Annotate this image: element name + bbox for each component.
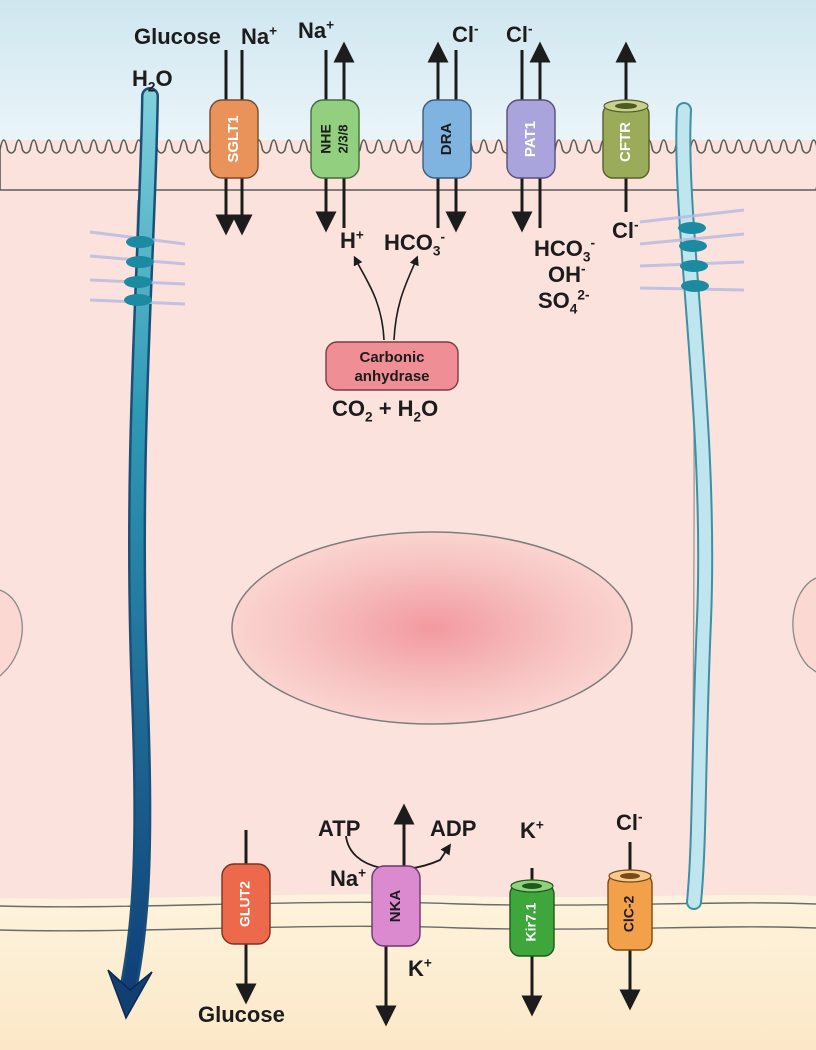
label-cl-dra: Cl-	[452, 21, 479, 47]
label-atp: ATP	[318, 816, 361, 841]
label-so4: SO42-	[538, 287, 590, 317]
label-cl-clc2: Cl-	[616, 809, 643, 835]
label-na-nka: Na+	[330, 865, 367, 891]
transporter-nka: NKA	[371, 865, 421, 947]
transporter-pat1: PAT1	[506, 99, 556, 179]
label-hco3-dra: HCO3-	[384, 229, 446, 259]
pat1-label: PAT1	[522, 121, 539, 157]
tight-junction-left	[89, 230, 186, 306]
transporter-sglt1: SGLT1	[209, 99, 259, 179]
carbonic-line1: Carbonic	[359, 349, 424, 366]
kir71-label: Kir7.1	[523, 902, 539, 941]
water-path	[121, 89, 157, 997]
label-na-sglt1: Na+	[241, 23, 278, 49]
label-h-plus: H+	[340, 227, 364, 253]
label-oh: OH-	[548, 261, 586, 287]
label-k-kir71: K+	[520, 817, 544, 843]
label-h2o: H2O	[132, 66, 173, 95]
label-na-nhe: Na+	[298, 17, 335, 43]
nhe-label-line2: 2/3/8	[335, 125, 350, 154]
label-cl-cftr: Cl-	[612, 217, 639, 243]
glut2-label: GLUT2	[237, 881, 253, 927]
sglt1-label: SGLT1	[225, 115, 242, 162]
transporter-clc2: ClC-2	[607, 869, 653, 951]
label-k-nka: K+	[408, 955, 432, 981]
clc2-label: ClC-2	[621, 896, 637, 933]
transporter-nhe: NHE 2/3/8	[310, 99, 360, 179]
label-co2-h2o: CO2 + H2O	[332, 396, 439, 425]
carbonic-anhydrase-box: Carbonic anhydrase	[325, 341, 459, 391]
label-hco3-pat1: HCO3-	[534, 235, 596, 265]
paracellular-tube-right	[677, 104, 712, 908]
neighbor-cell-left	[0, 589, 23, 677]
transporter-cftr: CFTR	[602, 99, 650, 179]
dra-label: DRA	[438, 123, 455, 156]
nhe-label-line1: NHE	[318, 124, 334, 154]
brush-border	[0, 139, 816, 191]
transporter-glut2: GLUT2	[221, 863, 271, 945]
tight-junction-right	[639, 208, 745, 292]
lumen-region	[0, 0, 816, 160]
transporter-kir71: Kir7.1	[509, 879, 555, 957]
water-arrow-head	[107, 969, 153, 1020]
carbonic-arrows	[353, 255, 419, 341]
nucleus	[231, 531, 633, 725]
transporter-dra: DRA	[422, 99, 472, 179]
label-glucose-bottom: Glucose	[198, 1002, 285, 1027]
label-glucose-top: Glucose	[134, 24, 221, 49]
cftr-label: CFTR	[617, 122, 634, 162]
label-cl-pat1: Cl-	[506, 21, 533, 47]
nka-label: NKA	[387, 890, 404, 923]
label-adp: ADP	[430, 816, 477, 841]
neighbor-cell-right	[792, 577, 816, 673]
carbonic-line2: anhydrase	[354, 368, 429, 385]
